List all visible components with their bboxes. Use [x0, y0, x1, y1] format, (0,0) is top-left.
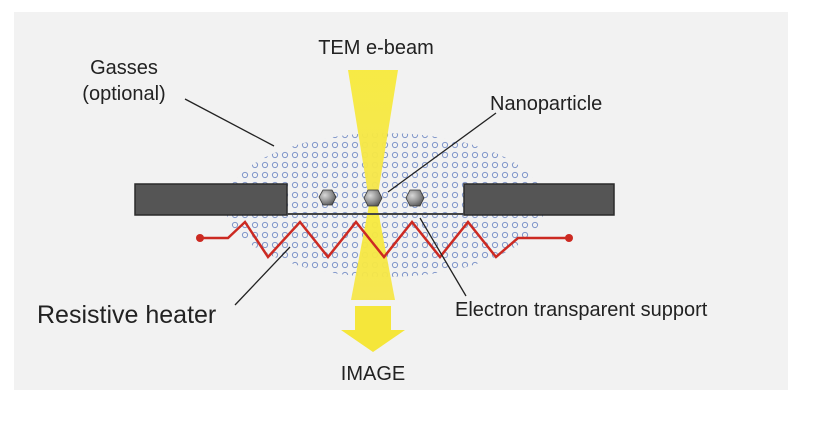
leader-line-gasses: [184, 98, 275, 147]
label-image: IMAGE: [341, 363, 405, 385]
label-electron-transparent-support: Electron transparent support: [455, 299, 708, 321]
label-gasses: Gasses: [90, 57, 158, 79]
leader-line-support: [419, 217, 467, 297]
membrane-bar-left: [134, 183, 288, 216]
resistive-heater: [200, 219, 569, 260]
leader-line-nanoparticle: [387, 112, 497, 193]
nanoparticle-icon: [363, 189, 383, 207]
label-gasses-optional: (optional): [82, 83, 165, 105]
leader-line-resistive-heater: [234, 246, 291, 306]
heater-terminal-left: [196, 234, 204, 242]
membrane-bar-right: [463, 183, 615, 216]
tem-beam-cone-top: [348, 70, 398, 200]
heater-terminal-right: [565, 234, 573, 242]
label-nanoparticle: Nanoparticle: [490, 93, 602, 115]
label-resistive-heater: Resistive heater: [37, 301, 216, 329]
tem-beam-cone-bottom: [351, 205, 395, 300]
gas-cloud: [225, 133, 545, 277]
nanoparticle-icon: [318, 189, 337, 206]
image-arrow-icon: [341, 306, 405, 352]
nanoparticle-icon: [405, 189, 425, 207]
label-tem-beam: TEM e-beam: [318, 37, 434, 59]
